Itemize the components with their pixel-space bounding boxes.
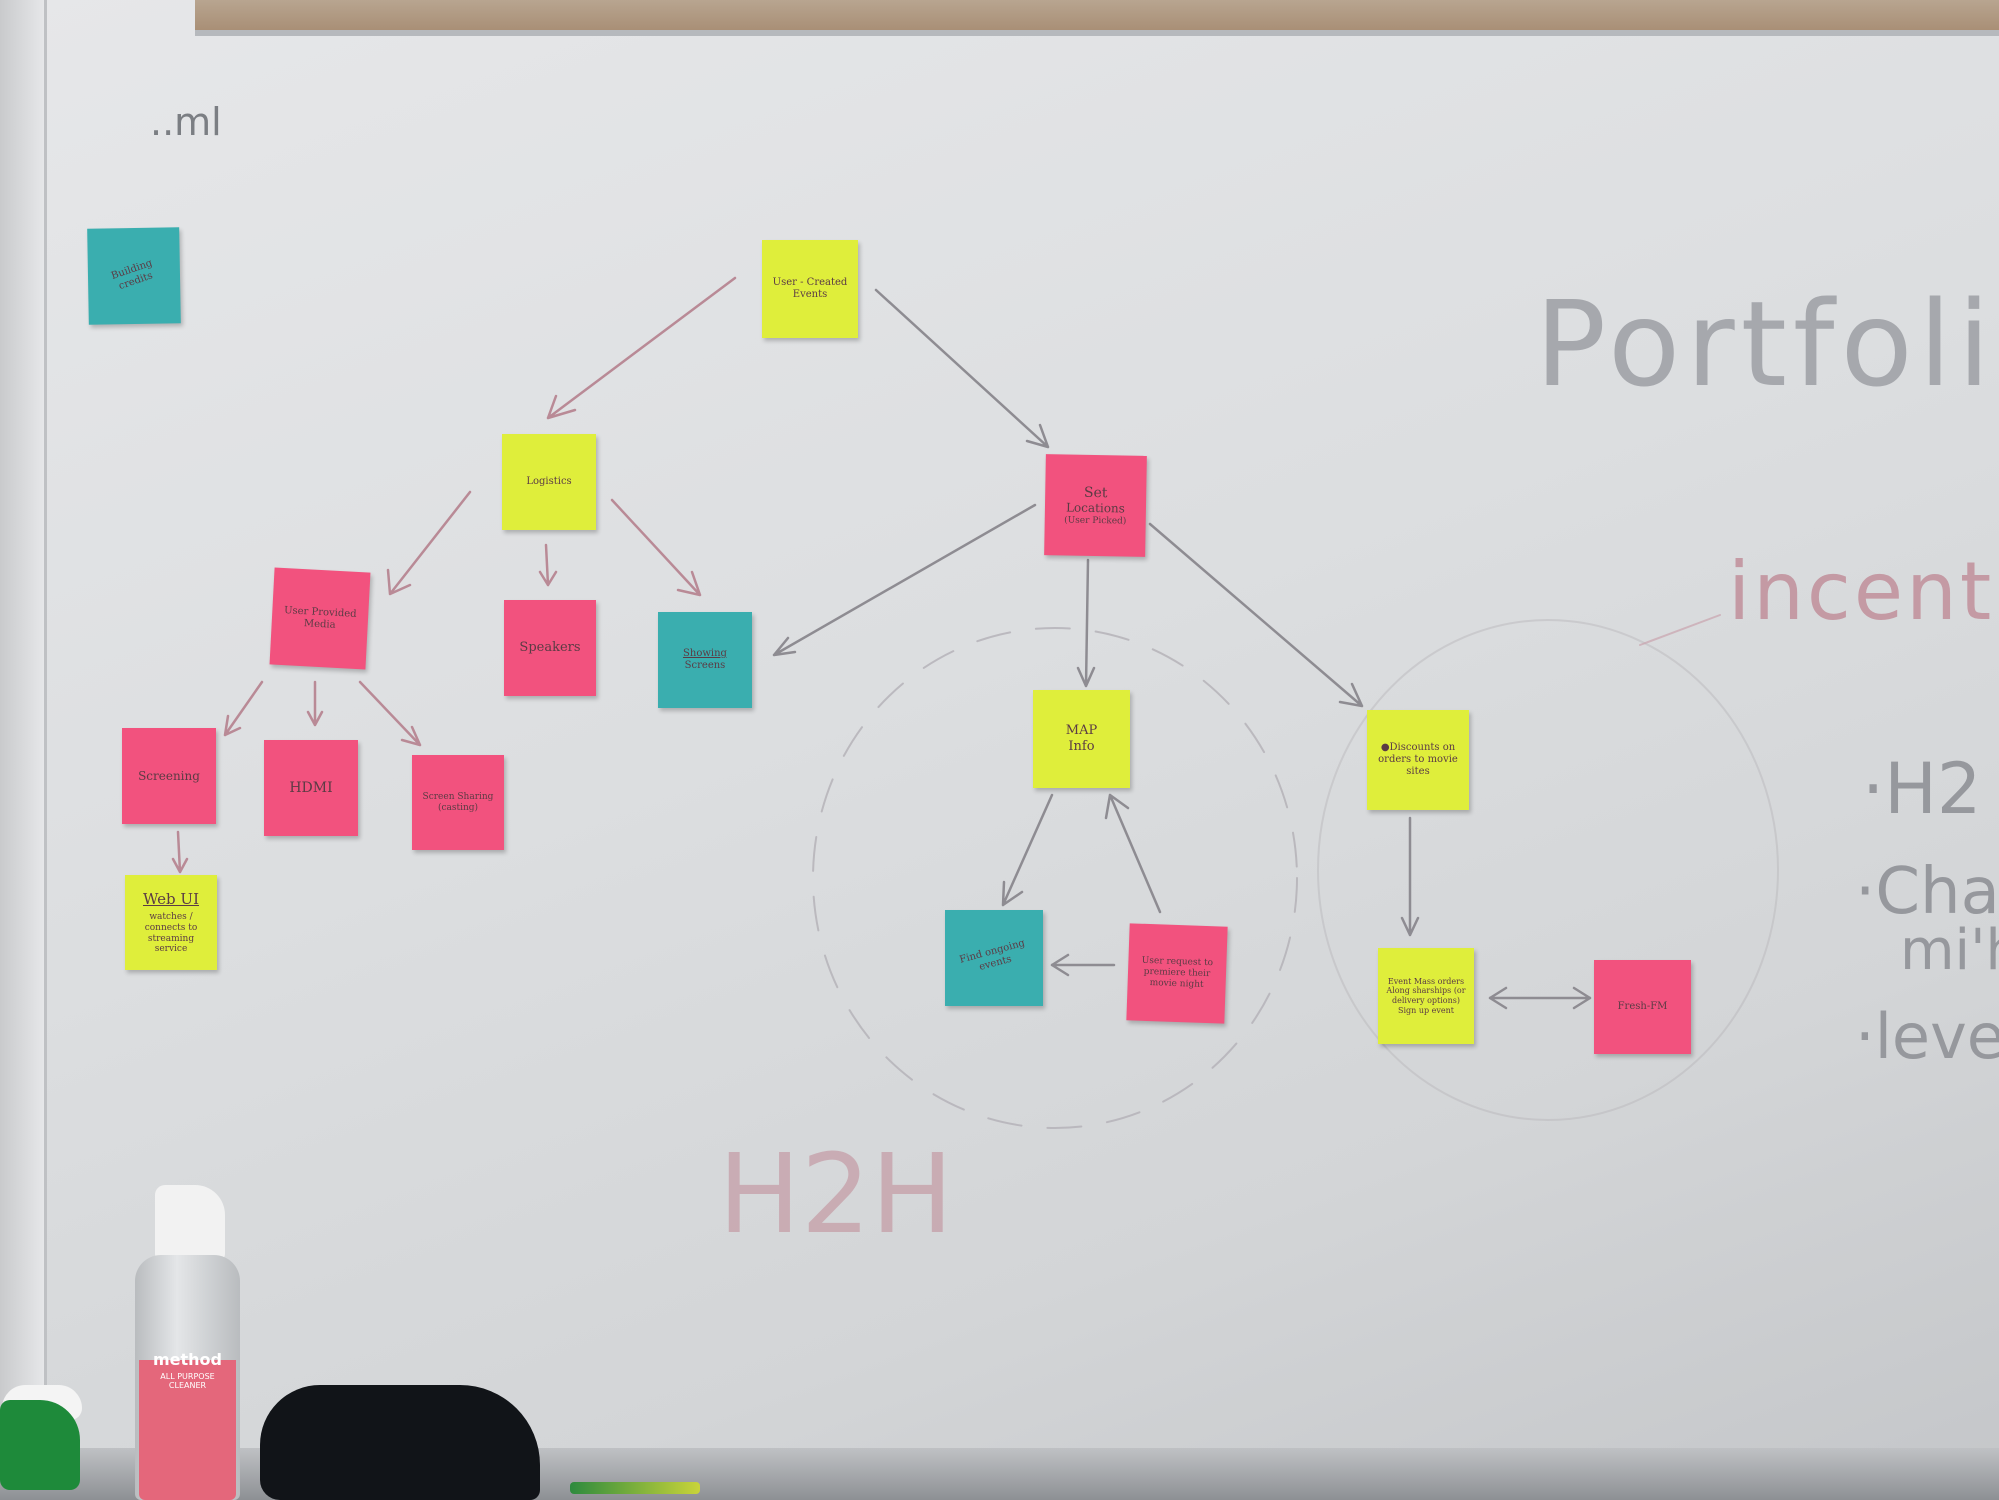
arrow-media-to-sharing — [358, 680, 422, 747]
sticky-fresh-fm-text: Fresh-FM — [1617, 1001, 1668, 1012]
sticky-hdmi-text: HDMI — [289, 779, 333, 796]
incentive-line — [1639, 614, 1721, 646]
list-item-mih: mi'h — [1900, 918, 1999, 983]
green-cup — [0, 1400, 80, 1490]
list-item-h2: ·H2 — [1862, 748, 1982, 830]
incentive-heading: incentiv — [1728, 545, 1999, 638]
sticky-building-credits-text: Building credits — [109, 257, 155, 293]
arrow-media-to-screening — [223, 680, 264, 737]
sticky-set-locations-line3: (User Picked) — [1064, 515, 1127, 527]
sticky-set-locations-line2: Locations — [1065, 500, 1125, 516]
arrow-screening-to-webui — [171, 830, 189, 874]
sticky-user-created-events-line1: User - Created — [772, 277, 848, 288]
spray-trigger — [155, 1185, 225, 1260]
sticky-hdmi: HDMI — [264, 740, 358, 836]
cluster-circle-map — [812, 627, 1298, 1129]
sticky-user-request-text: User request to premiere their movie nig… — [1141, 956, 1214, 990]
black-cloth — [260, 1385, 540, 1500]
sticky-speakers: Speakers — [504, 600, 596, 696]
arrow-media-to-hdmi — [306, 680, 324, 727]
sticky-showing-screens-line2: Screens — [684, 660, 726, 671]
arrow-logistics-to-showing — [610, 498, 702, 597]
sticky-user-created-events-line2: Events — [792, 289, 828, 300]
arrow-logistics-to-speakers — [538, 543, 558, 587]
sticky-set-locations: Set Locations (User Picked) — [1044, 454, 1147, 557]
sticky-map-info-line2: Info — [1068, 739, 1095, 754]
h2h-label: H2H — [718, 1130, 954, 1258]
sticky-find-ongoing-events-text: Find ongoing events — [958, 937, 1027, 973]
list-item-char: ·Char — [1855, 855, 1999, 929]
cluster-circle-discounts — [1317, 619, 1779, 1121]
sticky-find-ongoing-events: Find ongoing events — [945, 910, 1043, 1006]
sticky-fresh-fm: Fresh-FM — [1594, 960, 1691, 1054]
arrow-logistics-to-media — [386, 490, 472, 596]
cleaner-spray-bottle: method ALL PURPOSE CLEANER — [135, 1185, 245, 1500]
bottle-brand: method — [152, 1350, 222, 1369]
bottle-liquid — [139, 1360, 236, 1500]
sticky-map-info-line1: MAP — [1065, 723, 1098, 739]
sticky-discounts: ●Discounts on orders to movie sites — [1367, 710, 1469, 810]
sticky-screening: Screening — [122, 728, 216, 824]
sticky-showing-screens: Showing Screens — [658, 612, 752, 708]
bottle-label: ALL PURPOSE CLEANER — [160, 1372, 215, 1391]
arrow-request-to-map — [1104, 793, 1162, 914]
sticky-event-mass-orders: Event Mass orders Along sharships (or de… — [1378, 948, 1474, 1044]
arrow-map-to-find — [1001, 793, 1054, 907]
cork-strip — [195, 0, 1999, 36]
dry-erase-marker — [570, 1482, 700, 1494]
arrow-events-to-logistics — [546, 276, 737, 420]
arrow-request-to-find — [1050, 953, 1116, 977]
sticky-web-ui-title: Web UI — [142, 889, 199, 908]
sticky-screen-sharing-line2: (casting) — [437, 802, 479, 813]
sticky-user-created-events: User - Created Events — [762, 240, 858, 338]
sticky-web-ui-sub: watches / connects to streaming service — [144, 911, 198, 955]
sticky-showing-screens-line1: Showing — [683, 648, 727, 659]
sticky-screen-sharing: Screen Sharing (casting) — [412, 755, 504, 850]
arrow-mass-fresh-double — [1488, 986, 1592, 1010]
sticky-user-request: User request to premiere their movie nig… — [1126, 923, 1228, 1024]
sticky-speakers-text: Speakers — [519, 640, 581, 656]
sticky-user-provided-media: User Provided Media — [269, 567, 371, 670]
sticky-logistics: Logistics — [502, 434, 596, 530]
arrow-events-to-locations — [874, 288, 1050, 449]
sticky-event-mass-orders-text: Event Mass orders Along sharships (or de… — [1386, 976, 1466, 1015]
sticky-screen-sharing-line1: Screen Sharing — [422, 791, 494, 802]
arrow-discounts-to-mass — [1400, 816, 1420, 937]
sticky-web-ui: Web UI watches / connects to streaming s… — [125, 875, 217, 970]
sticky-building-credits: Building credits — [87, 227, 181, 325]
board-frame-left — [0, 0, 47, 1500]
sticky-discounts-text: ●Discounts on orders to movie sites — [1378, 742, 1458, 777]
sticky-user-provided-media-line2: Media — [303, 617, 336, 631]
sticky-logistics-text: Logistics — [526, 476, 572, 487]
sticky-screening-text: Screening — [138, 768, 200, 783]
list-item-levei: ·levei — [1855, 1000, 1999, 1073]
arrow-locations-to-showing — [772, 503, 1037, 657]
portfolio-heading: Portfoli — [1535, 275, 1997, 413]
arrow-locations-to-map — [1076, 558, 1096, 688]
top-left-scribble: ..ml — [150, 100, 222, 144]
sticky-map-info: MAP Info — [1033, 690, 1130, 788]
sticky-set-locations-line1: Set — [1083, 484, 1108, 501]
arrow-locations-to-discounts — [1148, 522, 1364, 708]
